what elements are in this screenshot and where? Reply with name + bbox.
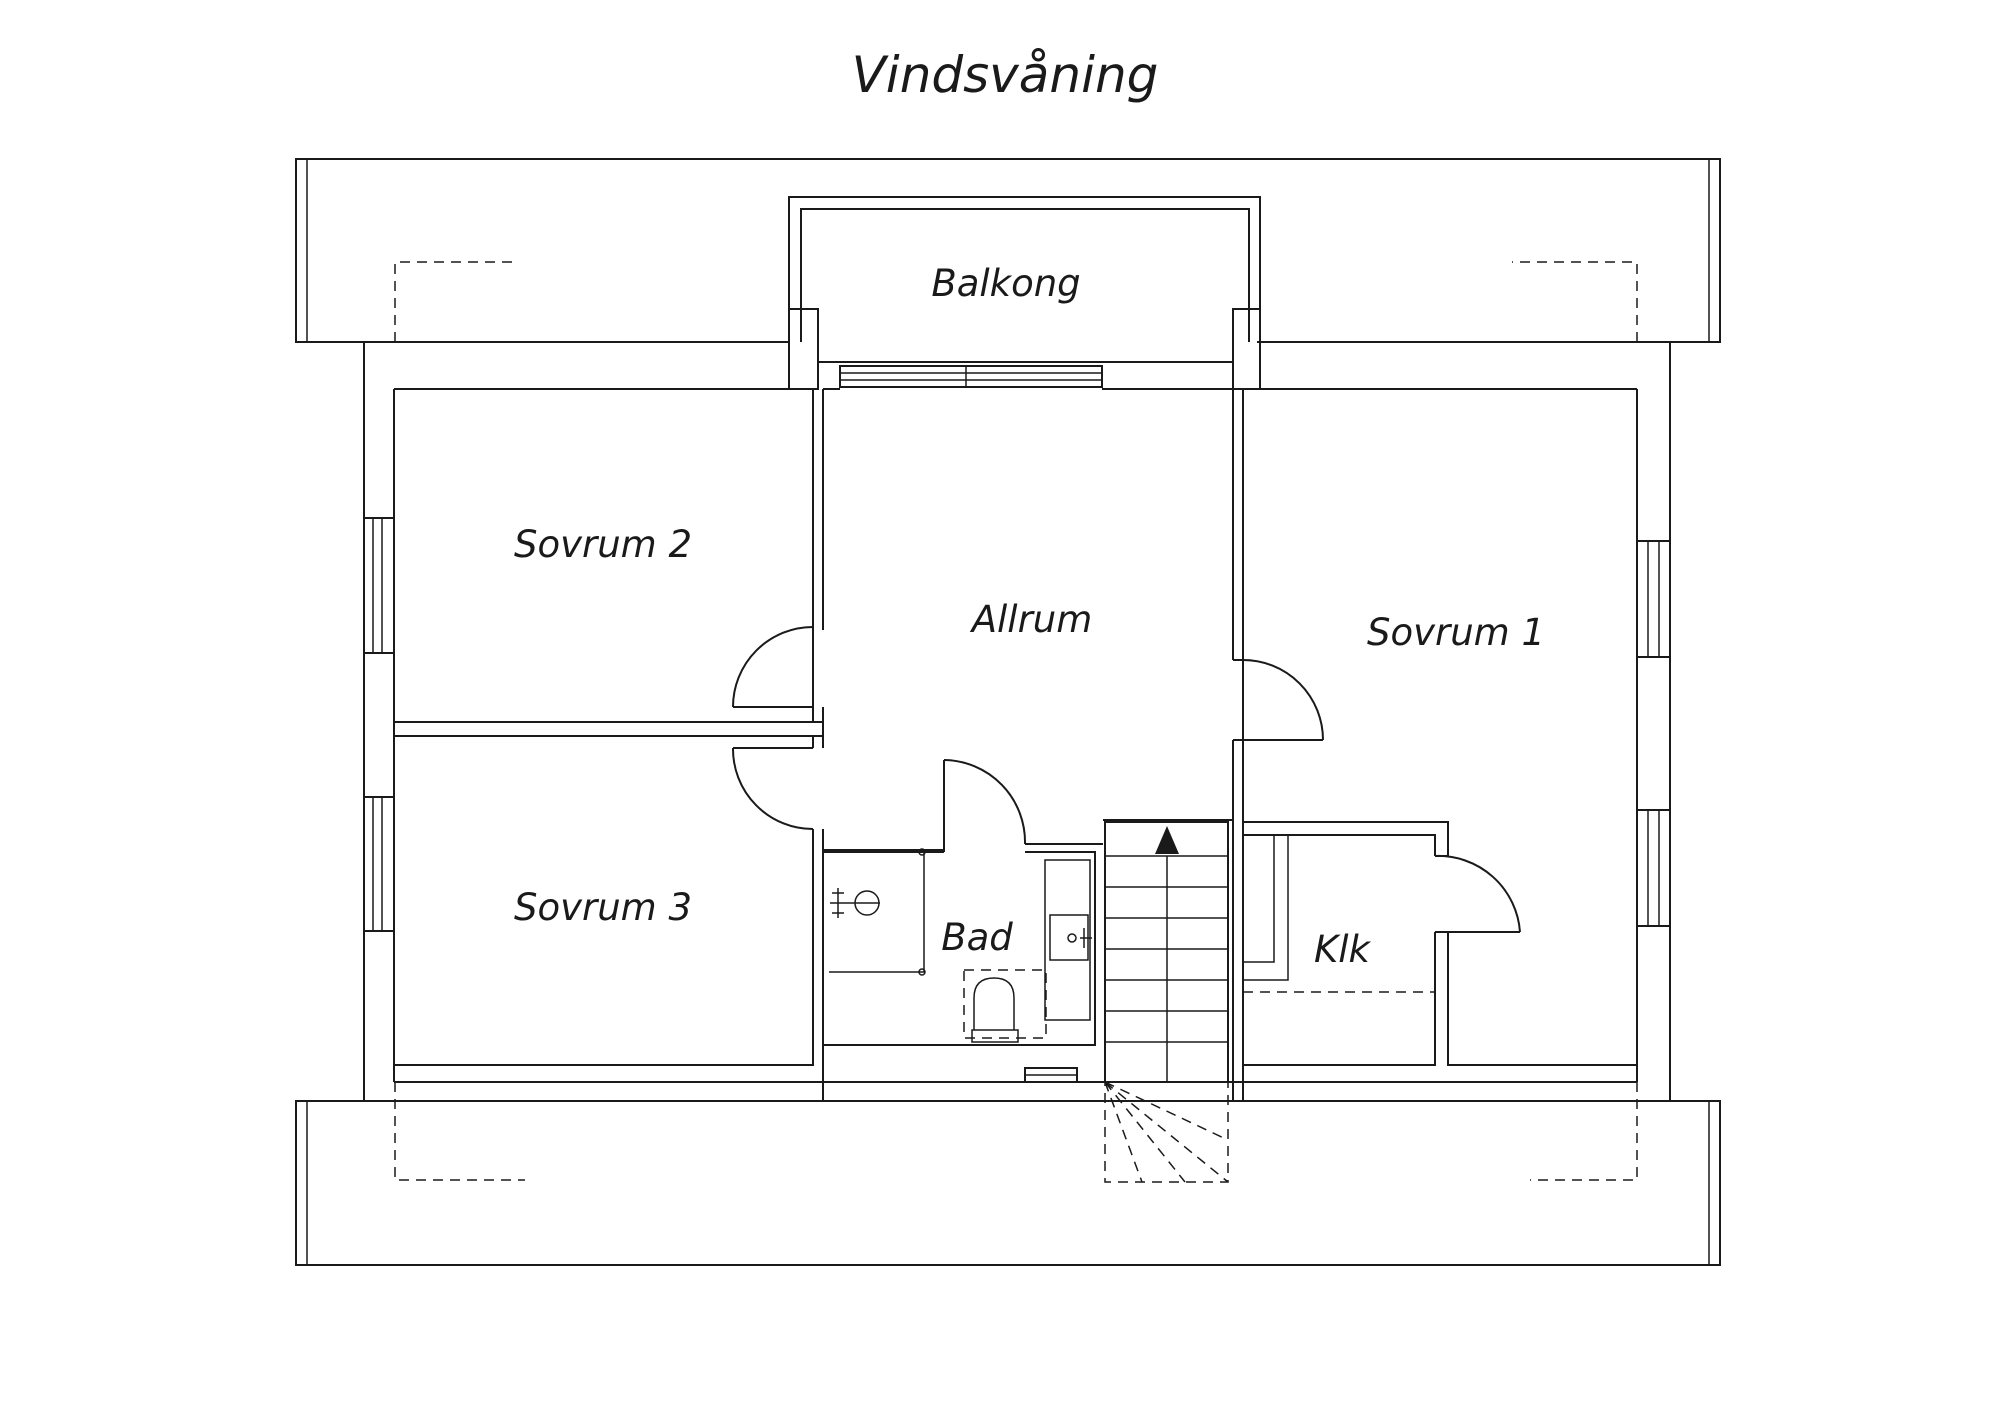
vanity-counter: [1044, 859, 1091, 1021]
room-label-sovrum3: Sovrum 3: [514, 886, 692, 929]
door-klk: [1434, 854, 1521, 933]
top-eave: [295, 158, 1721, 343]
stair-direction-arrow-icon: [1155, 826, 1179, 854]
closet-shelf: [1242, 834, 1435, 993]
window-sovrum3: [363, 796, 395, 932]
window-sovrum2: [363, 517, 395, 654]
room-label-allrum: Allrum: [970, 598, 1093, 641]
stair-below-dashed: [1104, 1081, 1229, 1183]
toilet-icon: [963, 969, 1047, 1043]
door-sovrum1: [1242, 659, 1324, 741]
sink-icon: [1049, 914, 1092, 961]
room-label-klk: Klk: [1314, 928, 1372, 971]
page-title: Vindsvåning: [852, 46, 1159, 104]
window-sovrum1-lower: [1636, 809, 1671, 927]
window-sovrum1-upper: [1636, 540, 1671, 658]
room-label-balkong: Balkong: [931, 262, 1080, 305]
door-sovrum3: [731, 747, 814, 830]
bottom-eave: [295, 1082, 1721, 1266]
room-label-sovrum2: Sovrum 2: [514, 523, 692, 566]
room-label-bad: Bad: [941, 916, 1013, 959]
shower-icon: [829, 848, 926, 976]
balcony-window: [839, 365, 1103, 388]
door-bad: [943, 759, 1027, 850]
window-bad: [1024, 1067, 1078, 1083]
room-label-sovrum1: Sovrum 1: [1367, 611, 1545, 654]
staircase: [1104, 821, 1229, 1083]
door-sovrum2: [732, 626, 814, 708]
balcony: [788, 196, 1261, 390]
interior-walls: [394, 366, 1637, 1101]
